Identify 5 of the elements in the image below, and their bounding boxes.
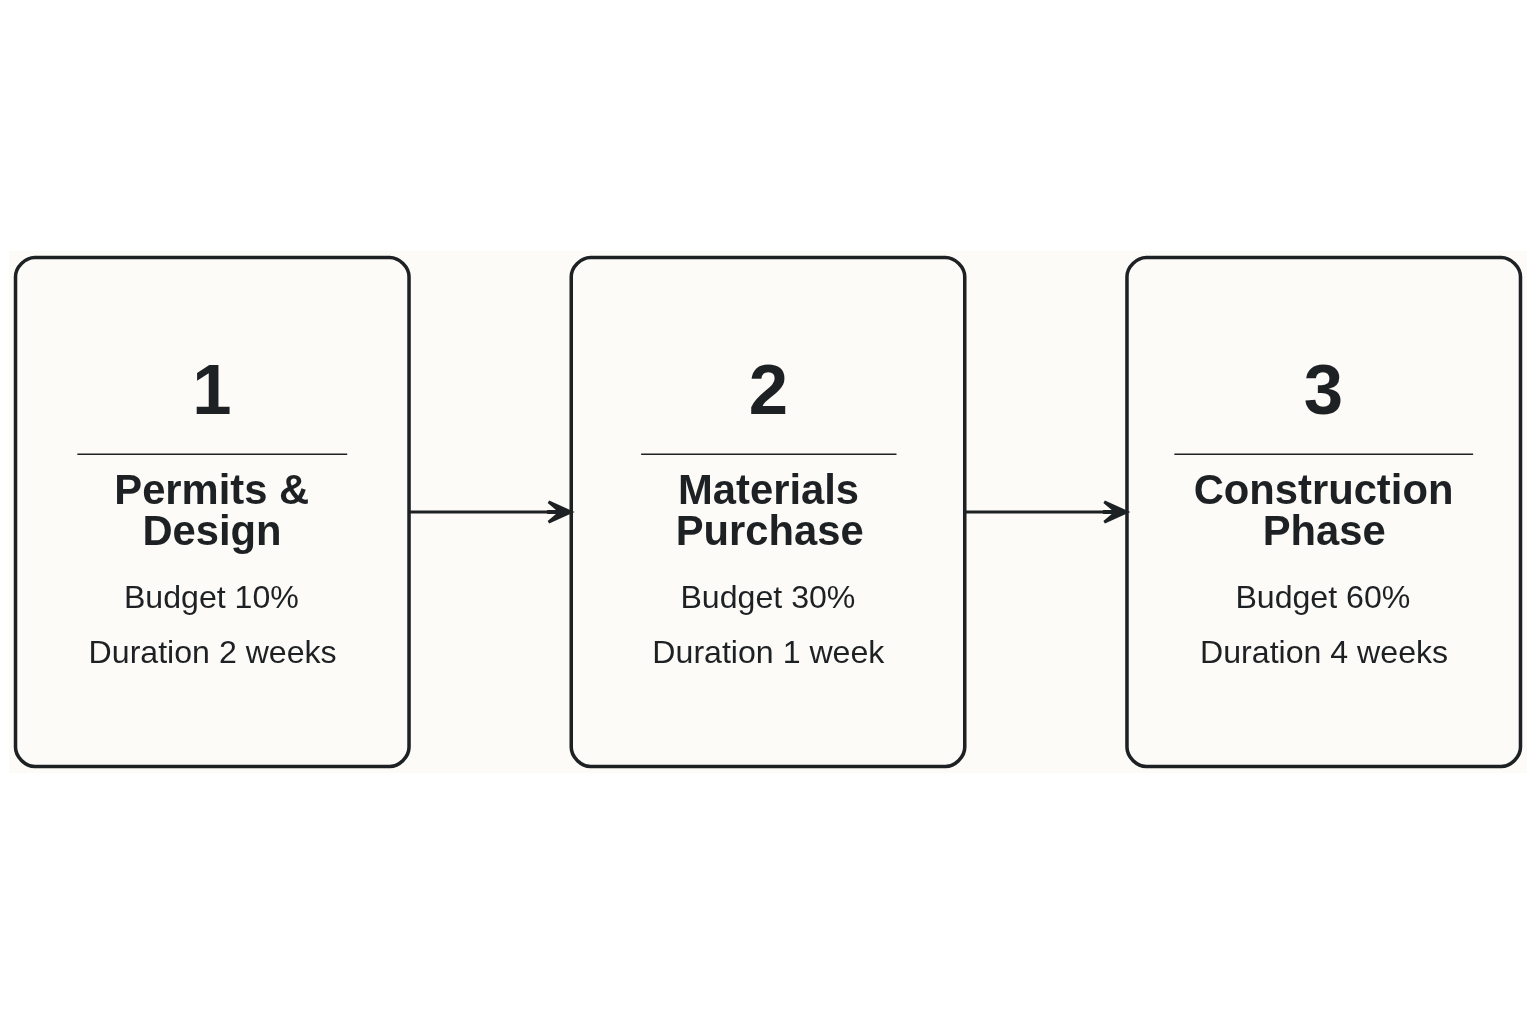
node-box: 1 Permits & Design Budget 10% Duration 2 weeks	[13, 255, 411, 769]
node-box: 2 Materials Purchase Budget 30% Duration 1 week	[569, 255, 967, 769]
node-box: 3 Construction Phase Budget 60% Duration 4 weeks	[1125, 255, 1523, 769]
arrow	[965, 500, 1129, 524]
arrow	[409, 500, 573, 524]
